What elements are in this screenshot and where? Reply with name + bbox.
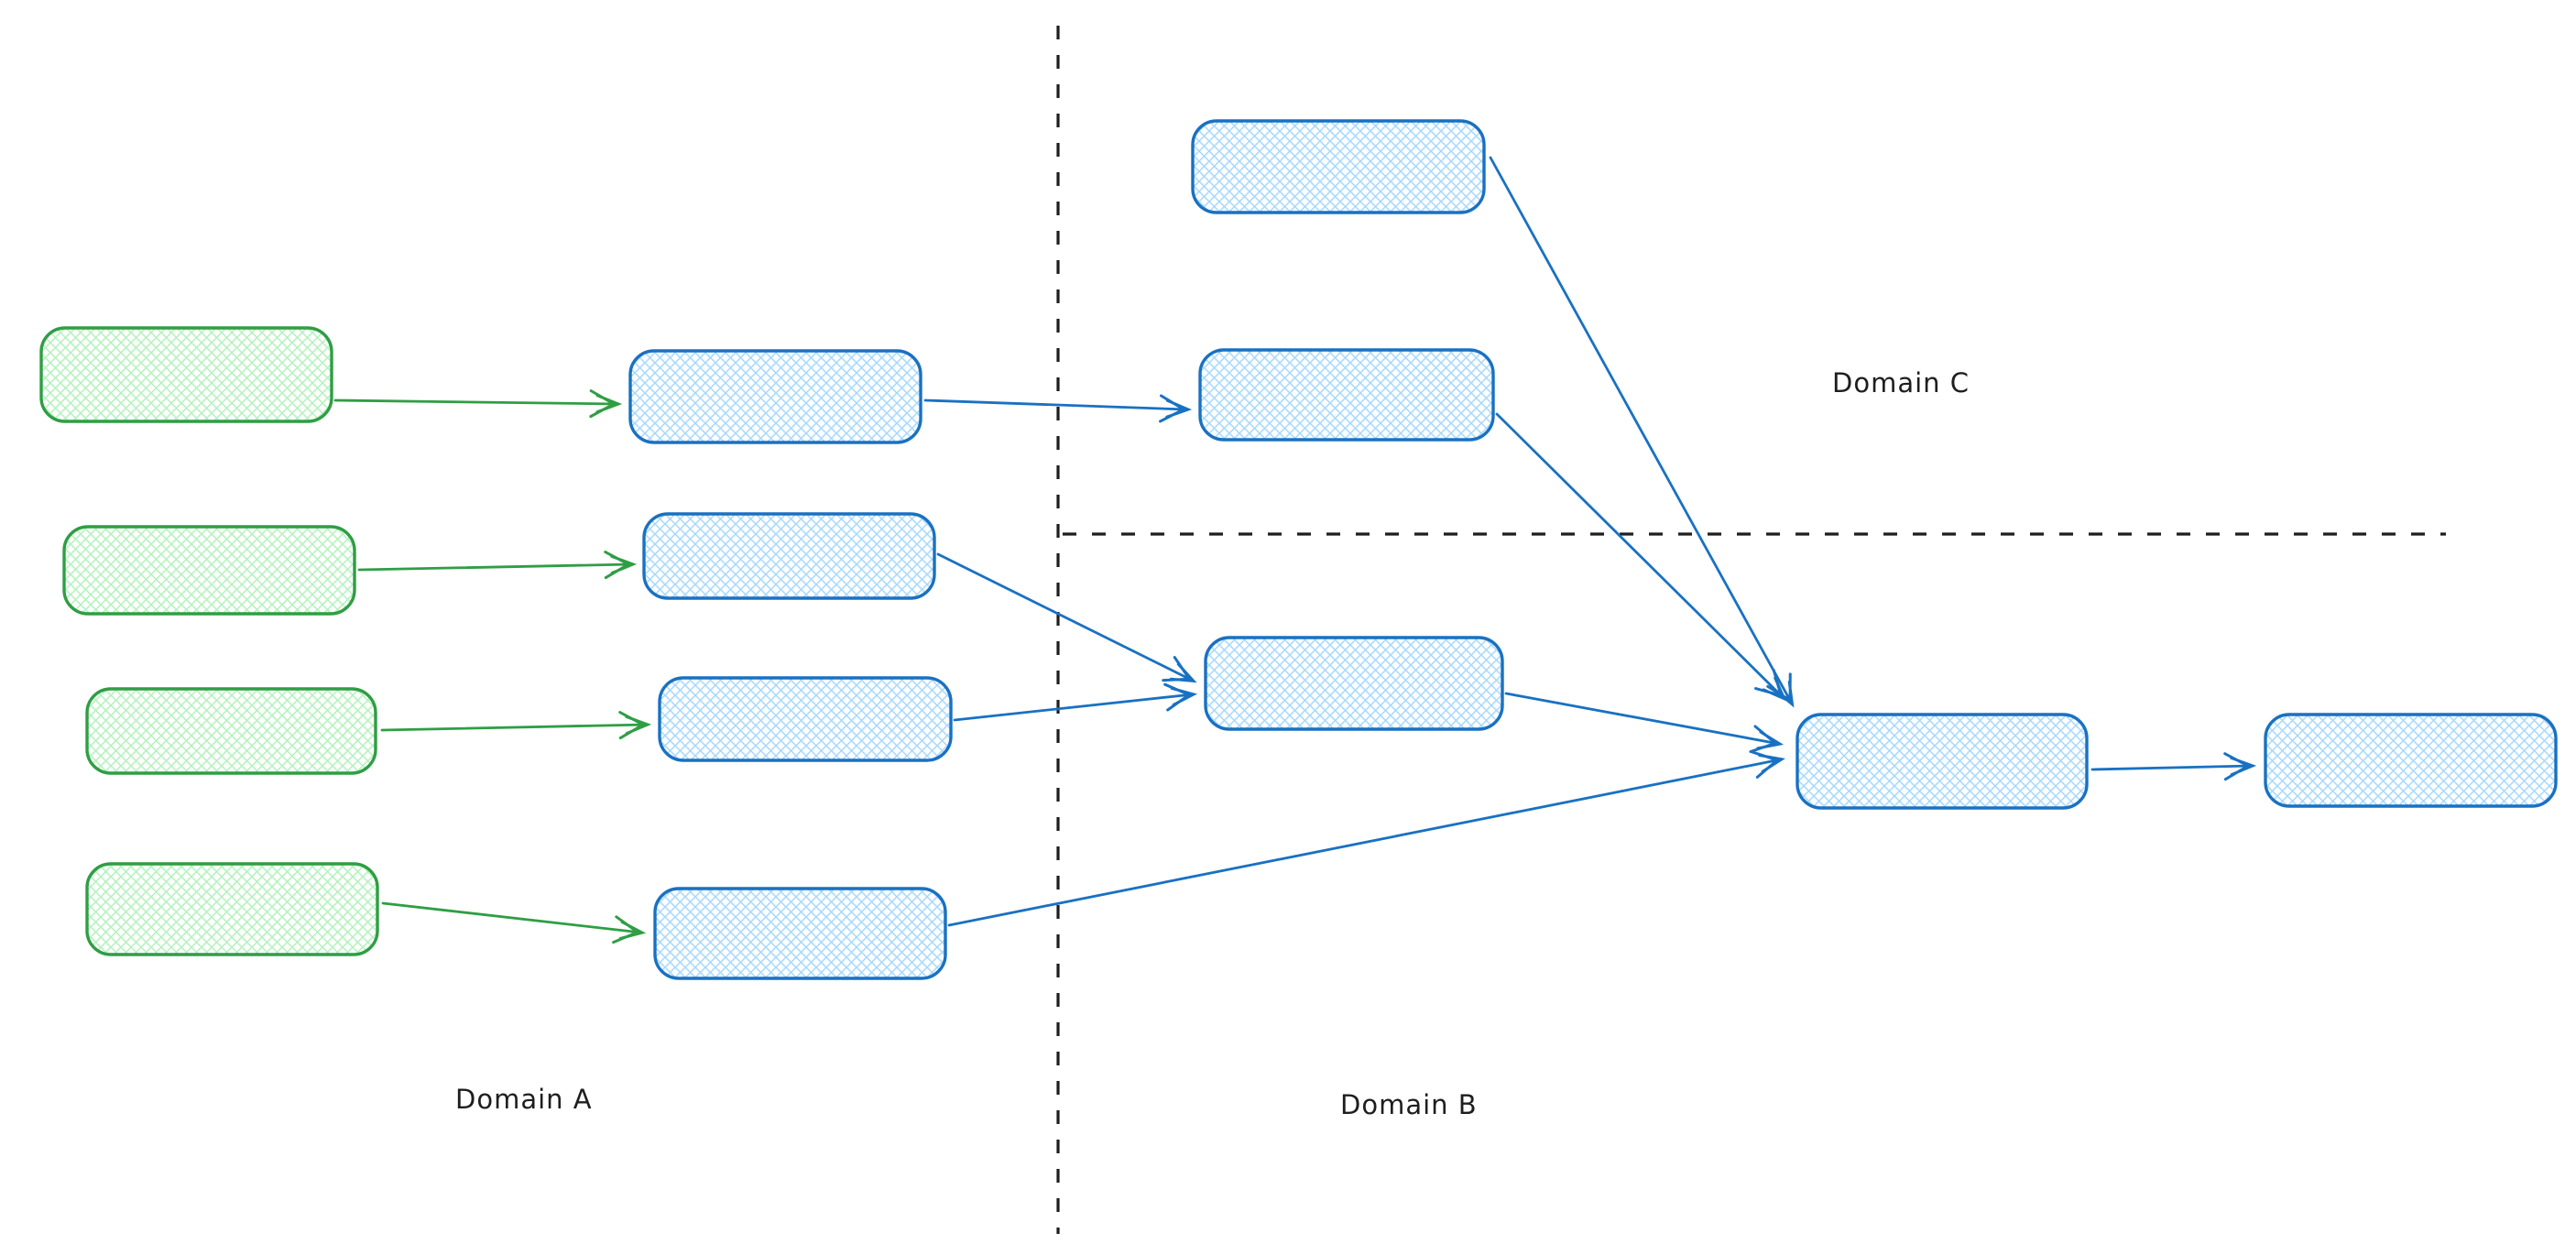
labels-layer: Domain A Domain B Domain C <box>455 367 1970 1120</box>
edge-mid-1-to-hub <box>1504 692 1779 744</box>
edge-stage-2-to-mid-1 <box>936 552 1193 681</box>
node-hub[interactable] <box>1796 713 2089 810</box>
domain-b-label: Domain B <box>1340 1089 1478 1120</box>
node-mid-1[interactable] <box>1204 636 1504 731</box>
node-stage-3[interactable] <box>658 676 953 762</box>
node-source-4[interactable] <box>85 862 379 956</box>
node-stage-4[interactable] <box>653 887 947 980</box>
nodes-layer <box>39 119 2558 980</box>
node-source-2[interactable] <box>62 525 356 616</box>
edge-top-2-to-hub <box>1495 412 1784 698</box>
domain-c-label: Domain C <box>1832 367 1970 398</box>
domain-boundaries-layer <box>1056 26 2446 1234</box>
node-output[interactable] <box>2264 713 2558 808</box>
edge-top-1-to-hub <box>1489 156 1792 704</box>
edge-source-2-to-stage-2 <box>357 564 632 570</box>
edge-stage-4-to-hub <box>947 759 1781 927</box>
edge-source-3-to-stage-3 <box>380 725 647 730</box>
edge-hub-to-output <box>2090 766 2252 769</box>
edge-stage-1-to-top-2 <box>923 400 1187 409</box>
edge-source-4-to-stage-4 <box>381 901 641 933</box>
edges-layer <box>333 156 2252 933</box>
node-source-3[interactable] <box>85 687 377 775</box>
domain-a-label: Domain A <box>455 1084 593 1115</box>
edge-stage-3-to-mid-1 <box>953 694 1193 722</box>
node-source-1[interactable] <box>39 326 333 423</box>
node-stage-2[interactable] <box>642 512 936 600</box>
edge-source-1-to-stage-1 <box>333 400 617 404</box>
node-stage-1[interactable] <box>628 349 922 444</box>
node-top-1[interactable] <box>1191 119 1486 214</box>
node-top-2[interactable] <box>1198 348 1495 442</box>
